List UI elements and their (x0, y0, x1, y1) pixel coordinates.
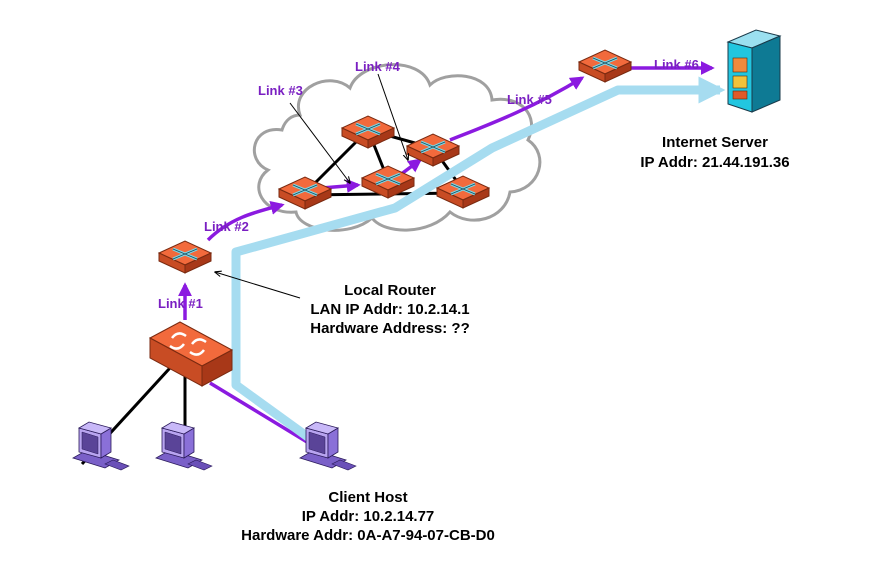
link-3-label: Link #3 (258, 83, 303, 98)
route-path (231, 76, 726, 444)
router-lan-ip: LAN IP Addr: 10.2.14.1 (310, 301, 469, 318)
link-1-label: Link #1 (158, 296, 203, 311)
gateway-router-icon (577, 48, 633, 84)
link-4-label: Link #4 (355, 59, 401, 74)
host-computer-icon (155, 421, 213, 471)
server-ip: IP Addr: 21.44.191.36 (640, 154, 789, 171)
link-6-label: Link #6 (654, 57, 699, 72)
client-hw-address: Hardware Addr: 0A-A7-94-07-CB-D0 (241, 527, 495, 544)
server-icon (726, 29, 782, 113)
client-title: Client Host (328, 489, 407, 506)
local-router-icon (157, 239, 213, 275)
purple-links (178, 61, 715, 447)
router-title: Local Router (344, 282, 436, 299)
link-2-label: Link #2 (204, 219, 249, 234)
client-ip: IP Addr: 10.2.14.77 (302, 508, 435, 525)
router-hw-address: Hardware Address: ?? (310, 320, 470, 337)
client-host-icon (299, 421, 357, 471)
annotation-arrows (215, 73, 408, 299)
server-title: Internet Server (662, 134, 768, 151)
link-5-label: Link #5 (507, 92, 552, 107)
switch-icon (148, 321, 234, 387)
